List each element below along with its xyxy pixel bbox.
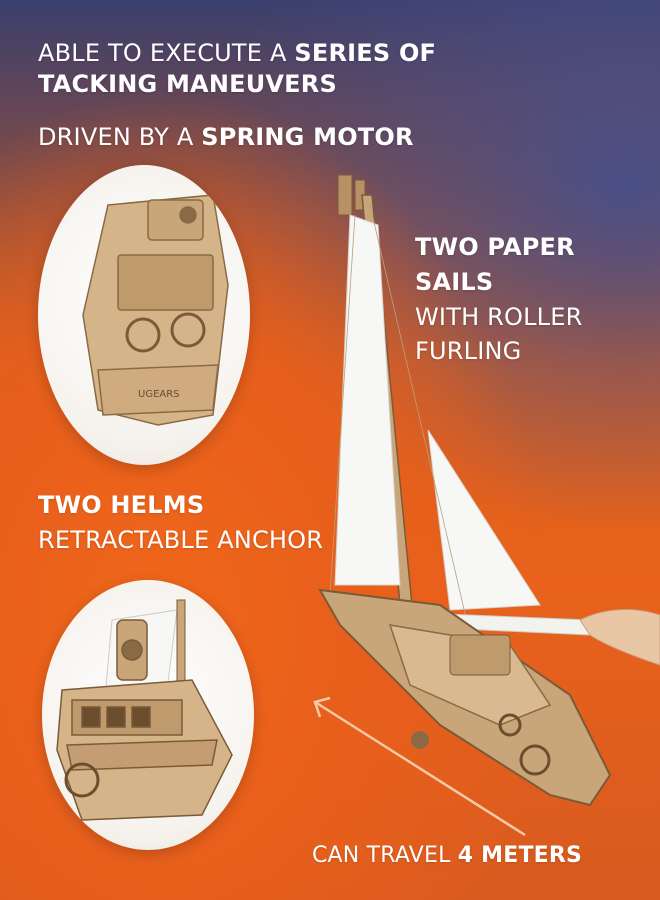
headline-tacking-normal: ABLE TO EXECUTE A xyxy=(38,39,295,67)
headline-tacking: ABLE TO EXECUTE A SERIES OF TACKING MANE… xyxy=(38,38,558,99)
headline-tacking-bold: SERIES OF TACKING MANEUVERS xyxy=(38,39,437,98)
boat-stern-illustration: UGEARS xyxy=(82,194,229,426)
travel-direction-arrow-icon xyxy=(313,696,526,837)
svg-text:UGEARS: UGEARS xyxy=(138,389,180,400)
headline-travel-bold: 4 METERS xyxy=(457,843,583,868)
headline-sails-bold: TWO PAPER SAILS xyxy=(415,233,575,296)
headline-travel-distance: CAN TRAVEL 4 METERS xyxy=(312,842,582,870)
main-sailboat-image xyxy=(300,165,660,845)
headline-sails-line-2: WITH ROLLER xyxy=(415,302,583,331)
headline-helms-bold: TWO HELMS xyxy=(38,491,205,519)
headline-spring-motor-bold: SPRING MOTOR xyxy=(201,123,414,151)
headline-sails-line-3: FURLING xyxy=(415,337,522,366)
detail-circle-boat-side-view xyxy=(42,580,254,850)
headline-anchor-normal: RETRACTABLE ANCHOR xyxy=(38,525,324,554)
headline-travel-normal: CAN TRAVEL xyxy=(312,843,458,868)
boat-side-illustration xyxy=(56,599,233,821)
detail-circle-helms-view: UGEARS xyxy=(38,165,250,465)
headline-spring-motor: DRIVEN BY A SPRING MOTOR xyxy=(38,122,414,153)
headline-helms-anchor: TWO HELMS RETRACTABLE ANCHOR xyxy=(38,488,323,558)
headline-paper-sails: TWO PAPER SAILS WITH ROLLER FURLING xyxy=(415,230,655,369)
headline-spring-motor-normal: DRIVEN BY A xyxy=(38,123,202,151)
